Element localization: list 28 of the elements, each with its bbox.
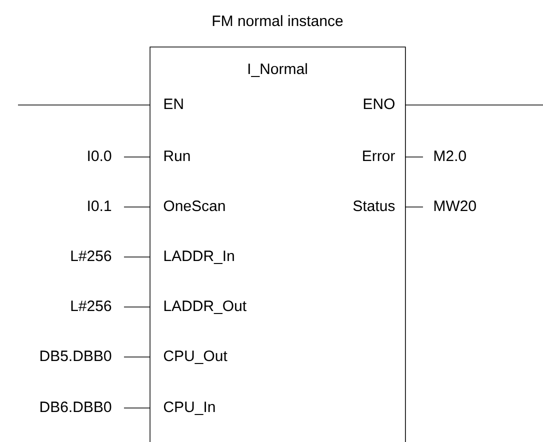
wire: [405, 156, 424, 158]
wire: [405, 104, 543, 106]
operand-label: DB5.DBB0: [40, 350, 112, 362]
wire: [124, 306, 150, 308]
pin-label: Run: [164, 150, 190, 162]
wire: [124, 156, 150, 158]
operand-label: I0.0: [88, 150, 112, 162]
wire: [124, 256, 150, 258]
block-title: FM normal instance: [212, 15, 343, 26]
wire: [405, 206, 424, 208]
operand-label: L#256: [71, 300, 112, 312]
pin-label: LADDR_In: [164, 250, 234, 264]
pin-label: LADDR_Out: [164, 300, 246, 314]
pin-label: Status: [353, 200, 395, 212]
wire: [18, 104, 150, 106]
pin-label: CPU_In: [164, 402, 215, 415]
pin-label: OneScan: [164, 200, 225, 212]
operand-label: I0.1: [88, 200, 112, 212]
wire: [124, 206, 150, 208]
pin-label: CPU_Out: [164, 350, 228, 364]
operand-label: MW20: [434, 200, 476, 212]
pin-label: Error: [363, 150, 395, 162]
wire: [124, 356, 150, 358]
operand-label: M2.0: [434, 150, 466, 162]
operand-label: DB6.DBB0: [40, 402, 112, 412]
operand-label: L#256: [71, 250, 112, 262]
pin-label: EN: [164, 98, 183, 109]
pin-label: ENO: [364, 98, 394, 110]
